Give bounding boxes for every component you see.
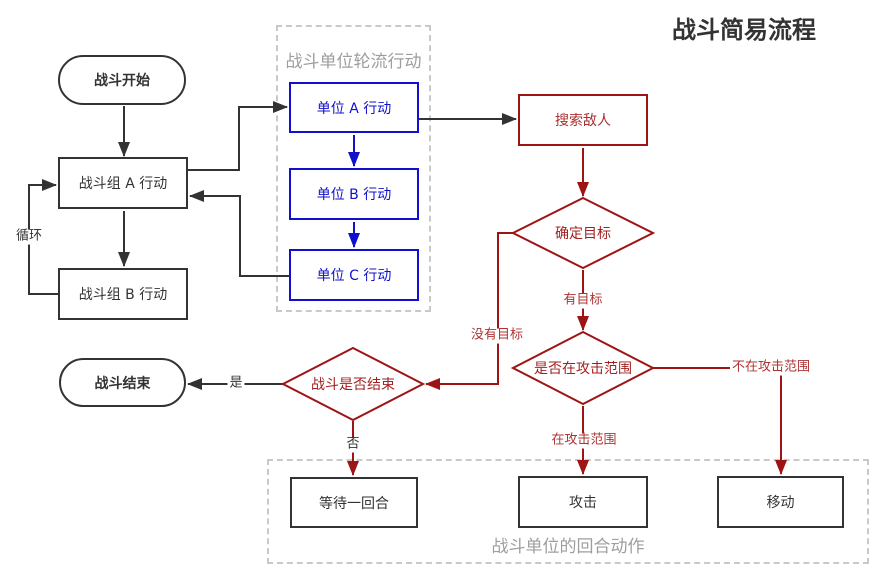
node-move[interactable]: 移动 xyxy=(717,476,844,528)
node-unit-c-action[interactable]: 单位 C 行动 xyxy=(289,249,419,301)
group-container-unit-turns-label: 战斗单位轮流行动 xyxy=(285,52,422,72)
node-battle-start[interactable]: 战斗开始 xyxy=(58,55,186,105)
battle-over-diamond[interactable] xyxy=(280,346,426,422)
node-battle-group-a-action[interactable]: 战斗组 A 行动 xyxy=(58,157,188,209)
battle-over-diamond-label: 战斗是否结束 xyxy=(311,377,395,393)
edge-label-loop: 循环 xyxy=(13,228,45,245)
node-attack[interactable]: 攻击 xyxy=(518,476,648,528)
edge-label-yes: 是 xyxy=(227,375,245,392)
edge-label-no: 否 xyxy=(344,436,362,453)
node-wait-one-round[interactable]: 等待一回合 xyxy=(290,477,418,528)
node-battle-group-b-action[interactable]: 战斗组 B 行动 xyxy=(58,268,188,320)
group-container-round-actions-label: 战斗单位的回合动作 xyxy=(491,537,645,557)
node-unit-a-action[interactable]: 单位 A 行动 xyxy=(289,82,419,133)
decide-target-diamond-label: 确定目标 xyxy=(555,226,611,242)
edge-label-has-target: 有目标 xyxy=(561,292,605,309)
connector-unit-c-to-group-a xyxy=(189,190,289,277)
node-search-enemy[interactable]: 搜索敌人 xyxy=(518,94,648,146)
connector-decide-target-no-target-to-battle-over xyxy=(425,232,513,390)
node-unit-b-action[interactable]: 单位 B 行动 xyxy=(289,168,419,220)
connector-in-range-no-to-move xyxy=(653,367,787,475)
connector-group-a-to-unit-a xyxy=(188,101,288,171)
in-range-diamond[interactable] xyxy=(510,330,656,406)
edge-label-no-target: 没有目标 xyxy=(468,327,526,344)
node-battle-end[interactable]: 战斗结束 xyxy=(59,358,186,407)
decide-target-diamond[interactable] xyxy=(510,196,656,270)
in-range-diamond-label: 是否在攻击范围 xyxy=(534,361,632,377)
edge-label-in-attack-range: 在攻击范围 xyxy=(549,432,619,449)
edge-label-not-in-attack-range: 不在攻击范围 xyxy=(729,359,813,376)
page-title: 战斗简易流程 xyxy=(672,16,816,44)
